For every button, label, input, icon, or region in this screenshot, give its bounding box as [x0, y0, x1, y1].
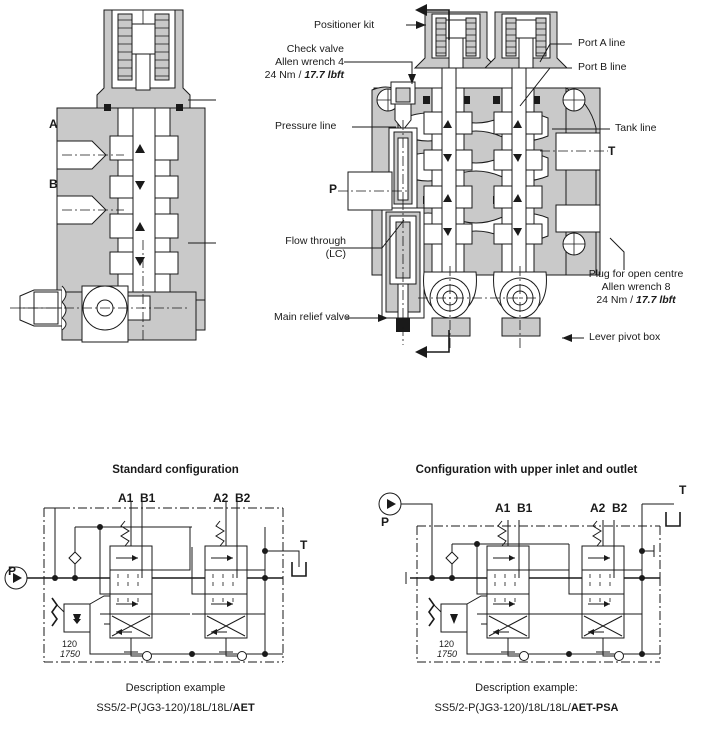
flow-through-graphic — [388, 120, 418, 270]
schematic-label-b2: B2 — [235, 491, 251, 505]
port-label-b: B — [49, 177, 58, 191]
plug-line1: Plug for open centre — [588, 268, 684, 280]
schematic-standard — [4, 502, 307, 663]
schematic-label-p-standard: P — [8, 564, 17, 578]
schematic-title-upper: Configuration with upper inlet and outle… — [415, 464, 638, 476]
flow-through-line2: (LC) — [325, 248, 346, 260]
relief-setting-bar-upper: 120 — [439, 639, 455, 649]
callout-plug-open-centre: Plug for open centre Allen wrench 8 24 N… — [570, 268, 702, 307]
callout-tank-line: Tank line — [615, 122, 657, 134]
schematic-label-a2: A2 — [213, 491, 229, 505]
schematic-label-b2-upper: B2 — [612, 501, 628, 515]
check-valve-symbol — [68, 551, 82, 565]
valve-section-1 — [476, 520, 570, 661]
flow-through-line1: Flow through — [285, 235, 346, 247]
schematic-label-b1-upper: B1 — [517, 501, 533, 515]
schematic-label-a2-upper: A2 — [590, 501, 606, 515]
description-code-bold-upper: AET-PSA — [570, 702, 619, 714]
valve-section-2 — [189, 502, 268, 661]
relief-valve-symbol — [428, 595, 660, 655]
cross-section-drawing — [10, 4, 625, 358]
valve-section-1 — [99, 502, 191, 661]
check-valve-line1: Check valve — [286, 43, 344, 55]
plug-line2: Allen wrench 8 — [601, 281, 671, 293]
callout-leaders — [330, 21, 625, 342]
main-port-label-p: P — [329, 182, 338, 196]
main-relief-valve-graphic — [381, 200, 425, 345]
description-code-upper: SS5/2-P(JG3-120)/18L/18L/AET-PSA — [351, 702, 702, 714]
schematic-upper-inlet-outlet — [378, 492, 681, 663]
hydraulic-schematics — [4, 492, 681, 663]
lever-pivot-box-graphic — [418, 266, 547, 350]
plug-torque: 24 Nm / — [596, 294, 636, 306]
check-valve-graphic — [390, 81, 416, 131]
description-code-bold-standard: AET — [232, 702, 255, 714]
port-label-a: A — [49, 117, 58, 131]
mounting-hole — [376, 88, 586, 256]
callout-main-relief-valve: Main relief valve — [274, 311, 350, 323]
callout-check-valve: Check valve Allen wrench 4 24 Nm / 17.7 … — [186, 43, 344, 82]
description-code-plain-standard: SS5/2-P(JG3-120)/18L/18L/ — [96, 702, 233, 714]
description-caption-standard: Description example — [125, 682, 226, 694]
callout-pressure-line: Pressure line — [275, 120, 337, 132]
callout-port-b-line: Port B line — [578, 61, 627, 73]
schematic-label-p-upper: P — [381, 515, 390, 529]
main-port-label-t: T — [608, 144, 616, 158]
schematic-label-a1: A1 — [118, 491, 134, 505]
description-caption-upper: Description example: — [475, 682, 578, 694]
relief-valve-symbol — [51, 595, 283, 655]
description-code-plain-upper: SS5/2-P(JG3-120)/18L/18L/ — [434, 702, 571, 714]
check-valve-torque: 24 Nm / — [264, 69, 305, 81]
relief-setting-psi-upper: 1750 — [437, 649, 458, 659]
callout-port-a-line: Port A line — [578, 37, 626, 49]
schematic-label-t-upper: T — [679, 483, 687, 497]
schematic-title-standard: Standard configuration — [112, 464, 239, 476]
spool-column — [423, 67, 543, 279]
schematic-label-a1-upper: A1 — [495, 501, 511, 515]
left-side-valve-section — [10, 9, 216, 343]
callout-positioner-kit: Positioner kit — [314, 19, 375, 31]
relief-setting-psi-standard: 1750 — [60, 649, 81, 659]
main-valve-section — [338, 4, 608, 358]
schematic-label-t-standard: T — [300, 538, 308, 552]
flow-arrow — [415, 4, 450, 358]
callout-flow-through: Flow through (LC) — [200, 235, 346, 261]
schematic-label-b1: B1 — [140, 491, 156, 505]
relief-setting-bar-standard: 120 — [62, 639, 78, 649]
plug-torque-imperial: 17.7 lbft — [636, 294, 676, 306]
valve-section-2 — [566, 504, 645, 661]
check-valve-symbol — [445, 551, 459, 565]
check-valve-line2: Allen wrench 4 — [275, 56, 344, 68]
positioner-kit-graphic — [413, 11, 569, 69]
check-valve-torque-imperial: 17.7 lbft — [304, 69, 344, 81]
callout-lever-pivot-box: Lever pivot box — [589, 331, 661, 343]
description-code-standard: SS5/2-P(JG3-120)/18L/18L/AET — [0, 702, 351, 714]
